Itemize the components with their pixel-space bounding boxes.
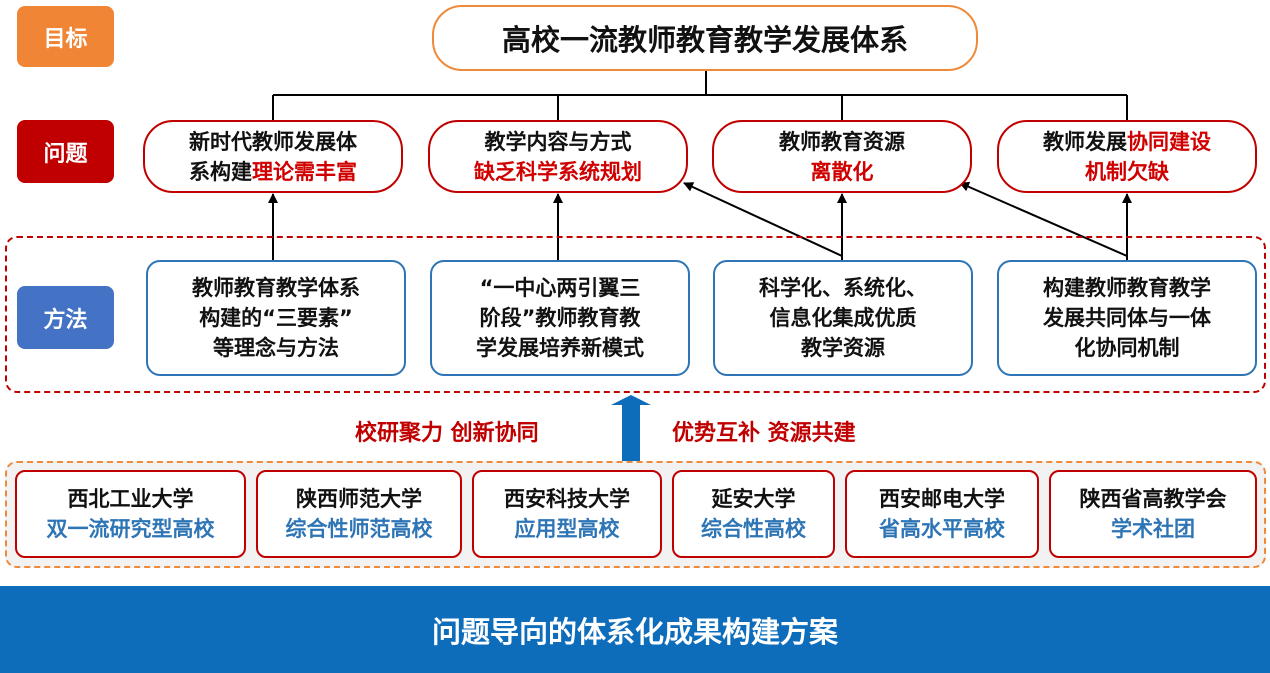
problem-1-line2-plain: 系构建 <box>189 159 252 184</box>
problem-2-line2-red: 缺乏科学系统规划 <box>474 159 642 184</box>
university-1-name: 西北工业大学 <box>67 487 194 511</box>
method-1-line3: 等理念与方法 <box>213 336 339 360</box>
goal-title: 高校一流教师教育教学发展体系 <box>432 5 978 71</box>
arrow-m4-p3 <box>959 182 1128 257</box>
university-box-5: 西安邮电大学 省高水平高校 <box>845 470 1039 558</box>
method-box-1: 教师教育教学体系 构建的“三要素” 等理念与方法 <box>146 260 406 376</box>
university-6-type: 学术社团 <box>1111 517 1195 541</box>
university-box-1: 西北工业大学 双一流研究型高校 <box>15 470 246 558</box>
problem-1-line1: 新时代教师发展体 <box>189 129 357 154</box>
method-4-line2: 发展共同体与一体 <box>1043 306 1211 330</box>
problem-4-line1-red: 协同建设 <box>1127 129 1211 154</box>
university-box-3: 西安科技大学 应用型高校 <box>472 470 662 558</box>
problem-box-3: 教师教育资源 离散化 <box>712 120 972 193</box>
footer-text: 问题导向的体系化成果构建方案 <box>431 614 838 649</box>
method-3-line3: 教学资源 <box>801 336 885 360</box>
method-3-line1: 科学化、系统化、 <box>759 276 927 300</box>
university-box-2: 陕西师范大学 综合性师范高校 <box>256 470 462 558</box>
university-box-4: 延安大学 综合性高校 <box>672 470 835 558</box>
university-1-type: 双一流研究型高校 <box>46 517 215 541</box>
method-2-line1: “一中心两引翼三 <box>479 276 641 300</box>
method-box-3: 科学化、系统化、 信息化集成优质 教学资源 <box>713 260 973 376</box>
problem-4-line2-red: 机制欠缺 <box>1085 159 1169 184</box>
problem-2-line1: 教学内容与方式 <box>484 129 632 154</box>
university-4-type: 综合性高校 <box>701 517 806 541</box>
method-1-line2: 构建的“三要素” <box>199 306 353 330</box>
method-label: 方法 <box>17 286 114 349</box>
method-box-4: 构建教师教育教学 发展共同体与一体 化协同机制 <box>997 260 1257 376</box>
up-arrow <box>611 395 651 461</box>
method-4-line1: 构建教师教育教学 <box>1043 276 1211 300</box>
university-5-name: 西安邮电大学 <box>879 487 1005 511</box>
slogan-left: 校研聚力 创新协同 <box>355 421 539 446</box>
university-3-type: 应用型高校 <box>514 517 620 541</box>
problem-4-line1-plain: 教师发展 <box>1043 129 1127 154</box>
problem-3-line1: 教师教育资源 <box>779 129 905 154</box>
university-2-name: 陕西师范大学 <box>296 487 422 511</box>
problem-box-1: 新时代教师发展体 系构建理论需丰富 <box>143 120 403 193</box>
method-2-line2: 阶段”教师教育教 <box>479 306 641 330</box>
method-box-2: “一中心两引翼三 阶段”教师教育教 学发展培养新模式 <box>430 260 690 376</box>
problem-1-line2-red: 理论需丰富 <box>252 159 357 184</box>
method-1-line1: 教师教育教学体系 <box>192 276 360 300</box>
university-6-name: 陕西省高教学会 <box>1079 487 1227 511</box>
method-area <box>5 236 1266 393</box>
problem-box-2: 教学内容与方式 缺乏科学系统规划 <box>428 120 688 193</box>
university-box-6: 陕西省高教学会 学术社团 <box>1049 470 1257 558</box>
university-3-name: 西安科技大学 <box>504 487 630 511</box>
goal-label: 目标 <box>17 6 114 67</box>
method-4-line3: 化协同机制 <box>1074 336 1180 360</box>
problem-3-line2-red: 离散化 <box>810 159 874 184</box>
method-3-line2: 信息化集成优质 <box>769 306 917 330</box>
footer-bar: 问题导向的体系化成果构建方案 <box>0 586 1270 673</box>
slogan-right: 优势互补 资源共建 <box>672 421 856 446</box>
problem-box-4: 教师发展协同建设 机制欠缺 <box>997 120 1257 193</box>
university-4-name: 延安大学 <box>711 487 796 511</box>
university-2-type: 综合性师范高校 <box>285 517 433 541</box>
method-2-line3: 学发展培养新模式 <box>476 336 644 360</box>
problem-label: 问题 <box>17 120 114 183</box>
university-5-type: 省高水平高校 <box>879 517 1005 541</box>
arrow-m3-p2 <box>683 182 843 257</box>
